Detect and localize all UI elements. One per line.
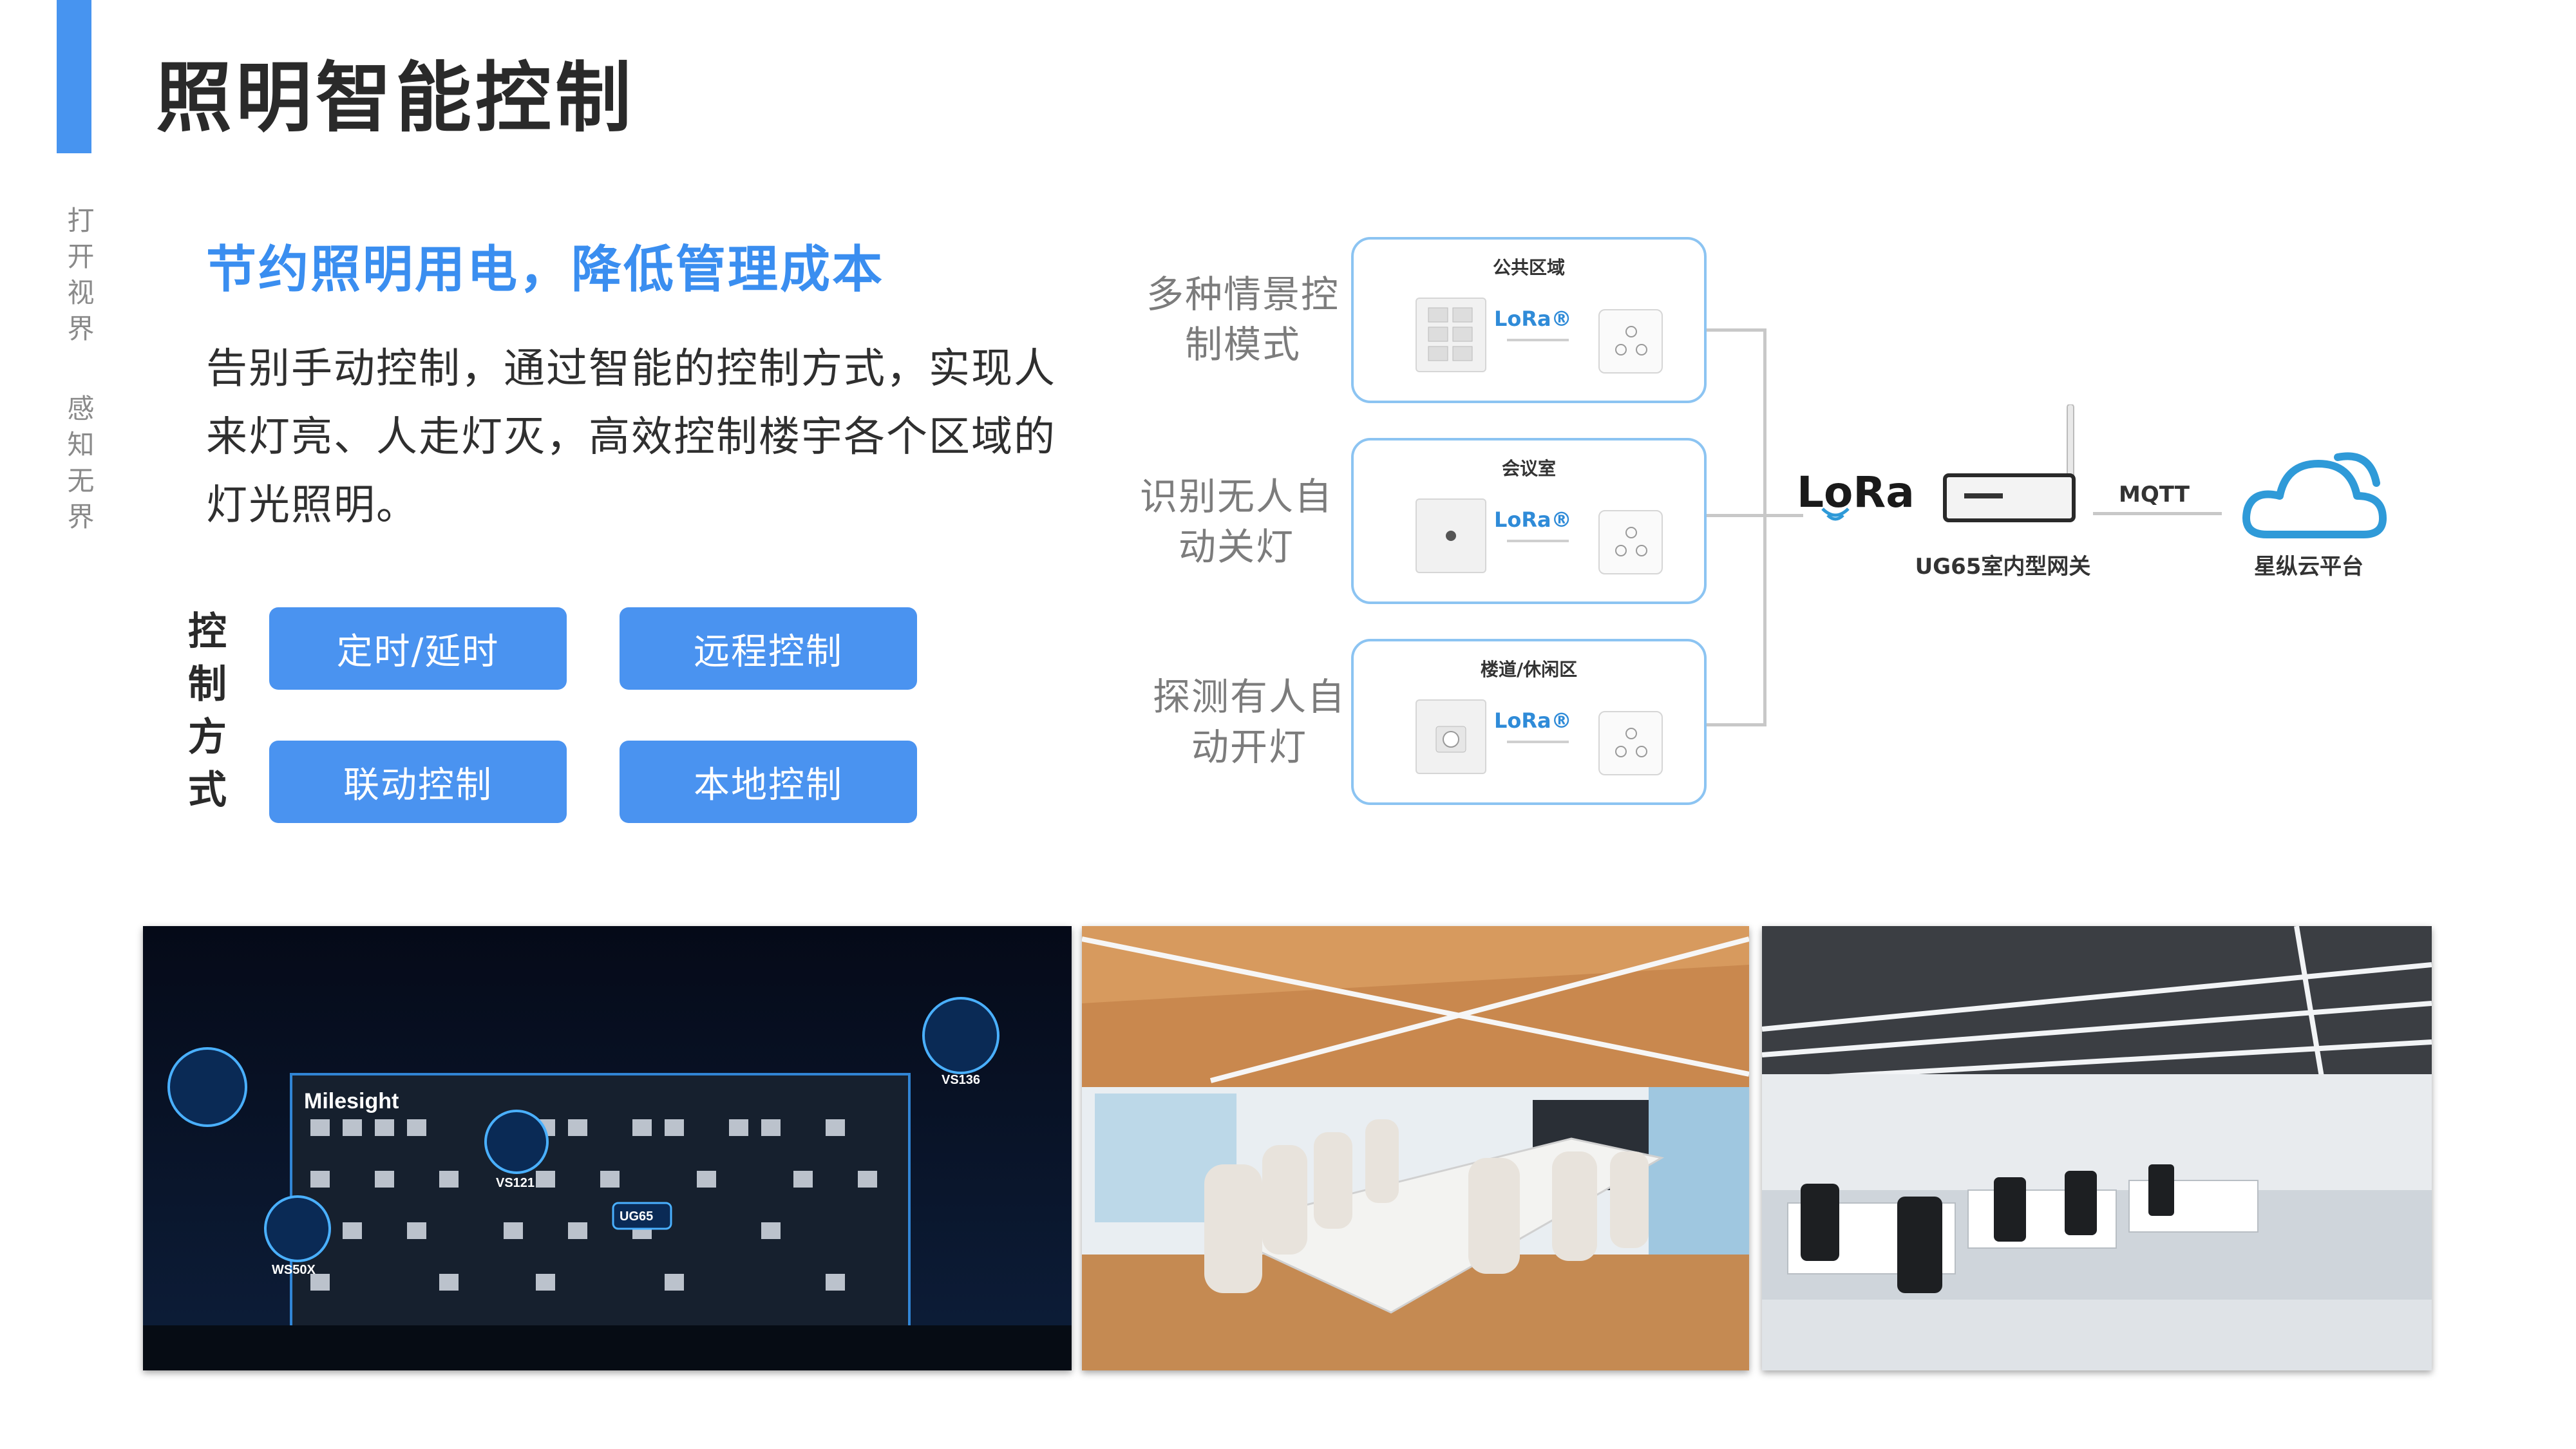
building-overlay-ws50x: WS50X (272, 1263, 316, 1277)
section-subtitle: 节约照明用电，降低管理成本 (206, 241, 885, 299)
page-title: 照明智能控制 (156, 53, 636, 142)
side-text-1: 打开视界 (63, 206, 95, 350)
touch-switch-icon (1598, 711, 1663, 775)
gateway-label: UG65室内型网关 (1915, 554, 2091, 580)
pir-sensor-icon (1416, 699, 1486, 774)
zone-title: 会议室 (1501, 458, 1556, 479)
gateway-device-icon (1938, 404, 2087, 549)
building-overlay-logo: Milesight (304, 1089, 399, 1113)
method-button-local[interactable]: 本地控制 (620, 741, 917, 823)
photo-meeting-room (1082, 926, 1749, 1370)
mqtt-label: MQTT (2119, 482, 2190, 507)
scene-label-auto-on: 探测有人自动开灯 (1153, 675, 1347, 769)
lora-mini-label: LoRa® (1494, 507, 1572, 532)
method-button-remote[interactable]: 远程控制 (620, 607, 917, 690)
lora-link-line (1507, 540, 1569, 542)
building-overlay-vs121: VS121 (496, 1176, 535, 1190)
touch-switch-icon (1598, 510, 1663, 574)
zone-title: 楼道/休闲区 (1480, 659, 1578, 680)
header-accent-bar (57, 0, 91, 153)
lora-wave-icon (1810, 502, 1861, 544)
zone-card-public: 公共区域 LoRa® (1351, 237, 1707, 403)
lora-link-line (1507, 339, 1569, 341)
connector-line (1707, 328, 1765, 332)
cloud-icon (2241, 444, 2389, 550)
lora-mini-label: LoRa® (1494, 708, 1572, 733)
connector-line (1707, 723, 1765, 726)
section-description: 告别手动控制，通过智能的控制方式，实现人来灯亮、人走灯灭，高效控制楼宇各个区域的… (206, 345, 1056, 529)
connector-line (1763, 328, 1766, 726)
photo-smart-building-night: Milesight VS121 WS50X UG65 VS136 (143, 926, 1072, 1370)
mqtt-connector-line (2093, 512, 2222, 515)
building-overlay-ug65: UG65 (620, 1209, 653, 1224)
method-button-linkage[interactable]: 联动控制 (269, 741, 567, 823)
connector-line (1766, 514, 1803, 517)
panel-switch-icon (1416, 298, 1486, 372)
occupancy-sensor-icon (1416, 498, 1486, 573)
scene-label-multi-mode: 多种情景控制模式 (1146, 272, 1340, 366)
lora-link-line (1507, 741, 1569, 743)
side-text-2: 感知无界 (63, 394, 95, 538)
scene-label-auto-off: 识别无人自动关灯 (1140, 475, 1334, 569)
zone-card-corridor: 楼道/休闲区 LoRa® (1351, 639, 1707, 805)
control-methods-label: 控制方式 (188, 609, 227, 813)
connector-line (1707, 514, 1765, 517)
lora-logo: LoRa (1797, 468, 1915, 517)
zone-card-meeting-room: 会议室 LoRa® (1351, 438, 1707, 604)
lora-mini-label: LoRa® (1494, 307, 1572, 331)
photo-open-office (1762, 926, 2432, 1370)
method-button-timer[interactable]: 定时/延时 (269, 607, 567, 690)
building-overlay-vs136: VS136 (942, 1073, 980, 1087)
cloud-platform-label: 星纵云平台 (2254, 554, 2363, 580)
touch-switch-icon (1598, 309, 1663, 374)
zone-title: 公共区域 (1492, 257, 1565, 278)
